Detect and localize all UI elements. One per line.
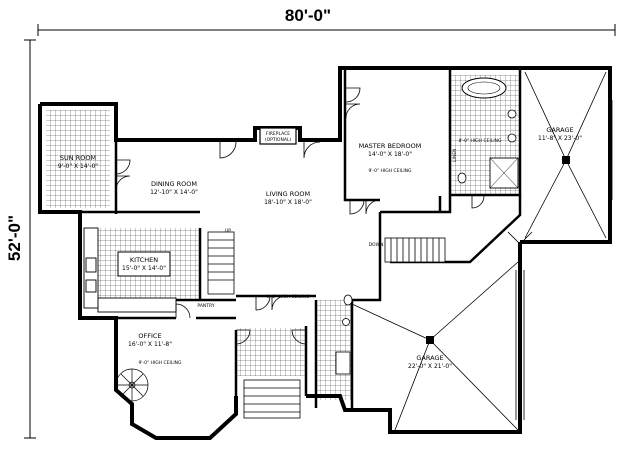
porch-steps — [243, 379, 301, 419]
toilet-icon — [457, 172, 467, 184]
garage-large-post — [426, 336, 434, 344]
linen-label: LINEN — [452, 149, 458, 162]
powder-sink-icon — [342, 318, 350, 326]
toilet-icon-2 — [343, 294, 353, 306]
door-swings — [115, 87, 533, 345]
kitchen-stairs — [207, 231, 235, 295]
master-bedroom-name: MASTER BEDROOM — [359, 142, 422, 150]
garage-small-post — [562, 156, 570, 164]
dining-room-size: 12'-10" X 14'-0" — [150, 189, 198, 196]
hall-ceiling: 9'-0" HIGH CEILING — [266, 294, 310, 300]
width-dimension: 80'-0" — [285, 6, 331, 25]
garage-small-size: 11'-8" X 23'-0" — [538, 135, 582, 142]
master-bedroom-ceiling: 9'-0" HIGH CEILING — [368, 168, 412, 174]
laundry-tile — [316, 300, 352, 400]
sun-room-tile — [46, 110, 110, 208]
down-label: DOWN — [369, 242, 384, 248]
living-room-size: 18'-10" X 18'-0" — [264, 199, 312, 206]
dimension-lines — [24, 24, 616, 439]
garage-small-name: GARAGE — [546, 126, 573, 134]
fireplace — [259, 127, 297, 145]
garage-large-name: GARAGE — [416, 354, 443, 362]
garage-roof-lines — [351, 71, 607, 431]
garage-large-size: 22'-0" X 21'-0" — [408, 363, 452, 370]
master-bedroom-size: 14'-0" X 18'-0" — [368, 151, 412, 158]
main-stairs — [384, 237, 446, 263]
foyer-tile — [236, 328, 306, 376]
interior-walls — [80, 68, 522, 408]
sun-room-size: 9'-0" X 14'-0" — [58, 163, 98, 170]
sink-icon — [507, 109, 517, 119]
office-size: 16'-0" X 11'-8" — [128, 341, 172, 348]
dining-room-name: DINING ROOM — [151, 180, 197, 188]
living-room-name: LIVING ROOM — [266, 190, 310, 198]
up-label: UP — [225, 228, 231, 234]
depth-dimension: 52'-0" — [5, 215, 24, 261]
ensuite-ceiling: 8'-0" HIGH CEILING — [458, 138, 502, 144]
bathtub — [461, 77, 507, 99]
kitchen-size: 15'-0" X 14'-0" — [122, 265, 166, 272]
fireplace-note: (OPTIONAL) — [265, 137, 292, 143]
office-name: OFFICE — [138, 332, 161, 340]
pantry-label: PANTRY — [197, 303, 214, 309]
windows — [38, 100, 613, 420]
spiral-stair — [115, 368, 149, 402]
sink-icon-2 — [507, 133, 517, 143]
kitchen-island — [117, 251, 171, 277]
laundry-machines — [335, 351, 351, 375]
office-ceiling: 9'-0" HIGH CEILING — [138, 360, 182, 366]
kitchen-name: KITCHEN — [130, 256, 158, 264]
fireplace-label: FIREPLACE — [266, 131, 290, 137]
sun-room-name: SUN ROOM — [60, 154, 96, 162]
